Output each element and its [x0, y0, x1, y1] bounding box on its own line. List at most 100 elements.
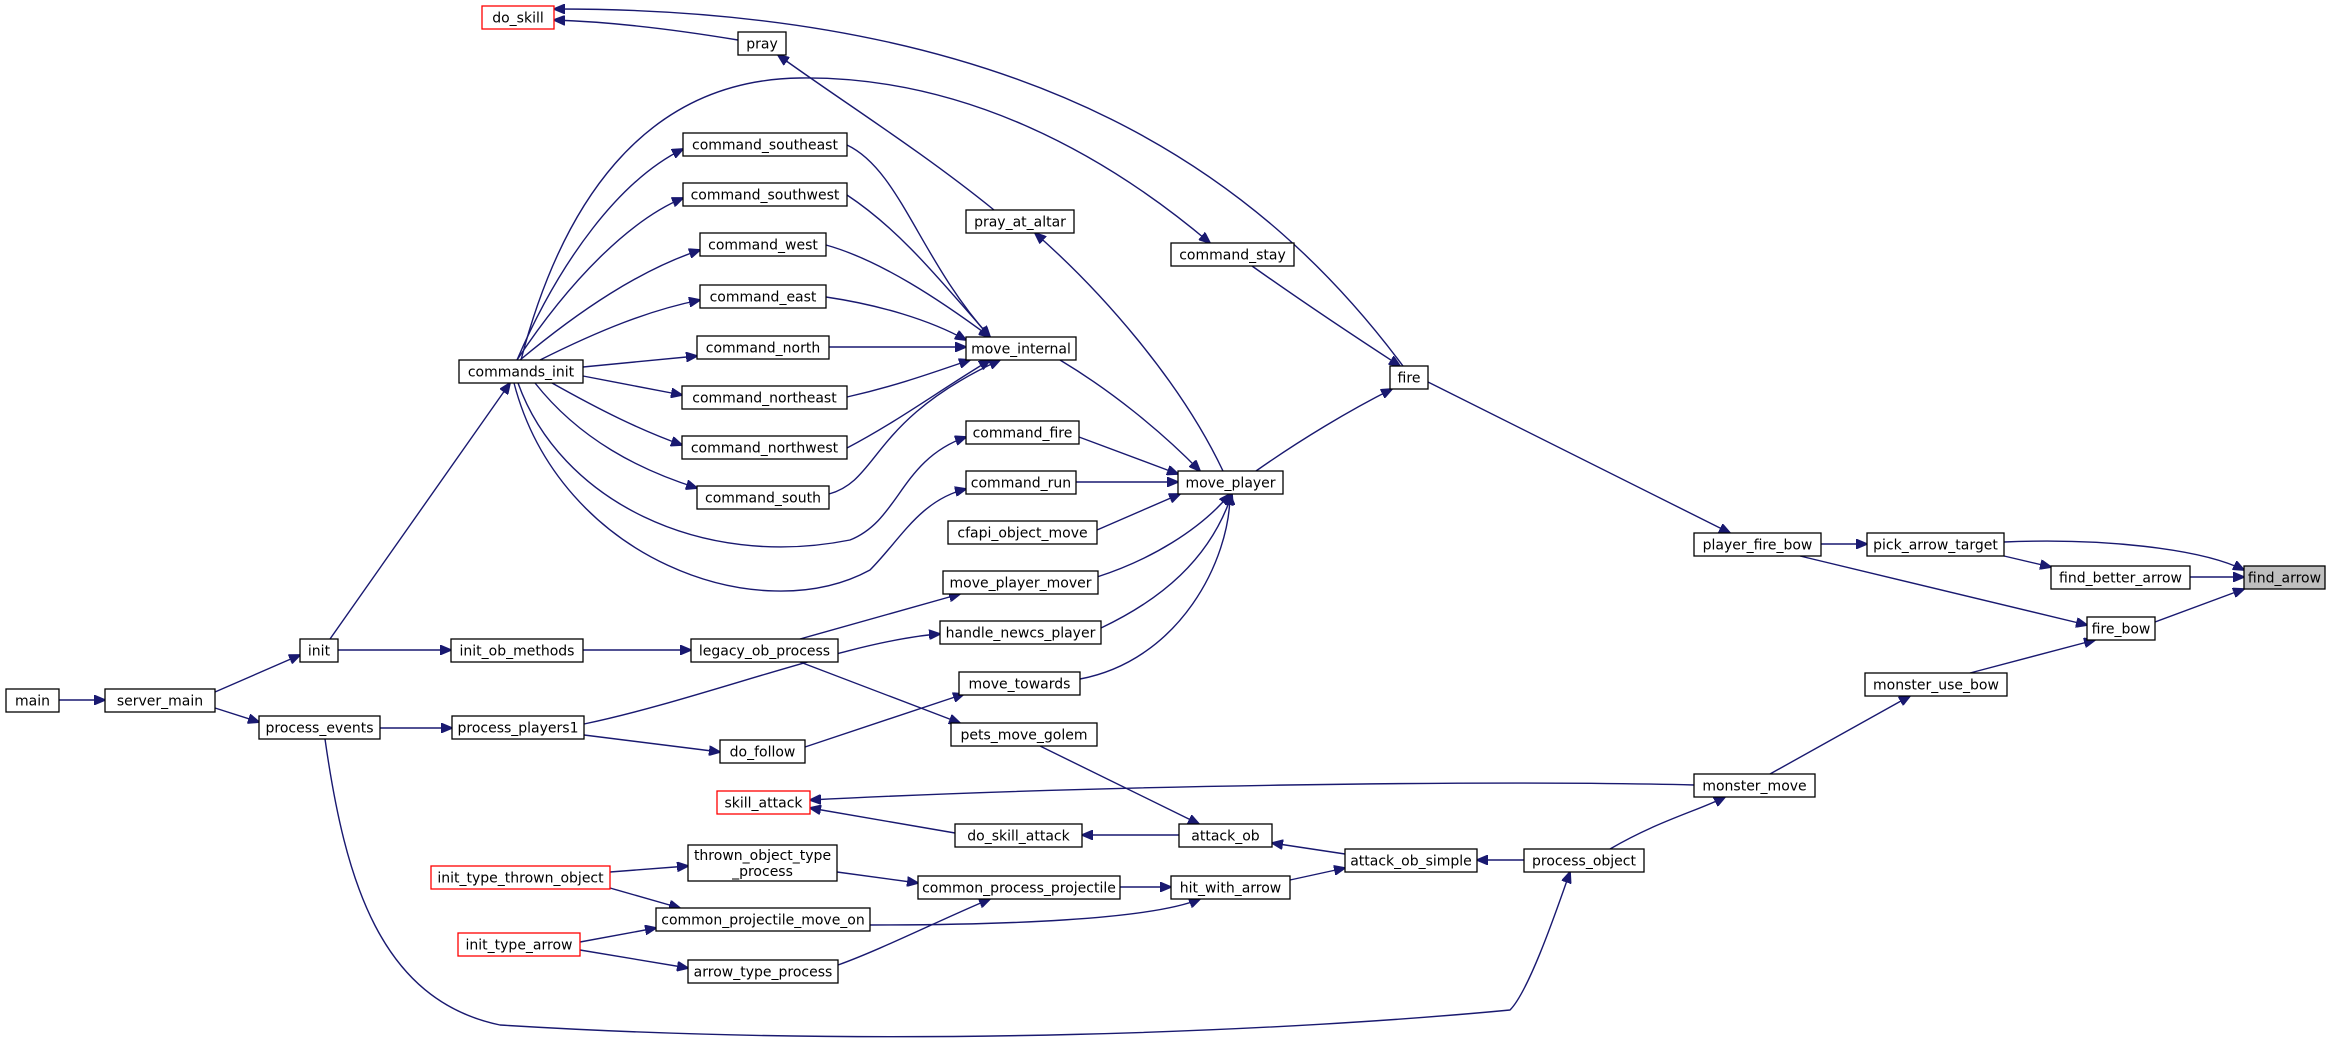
- node-common_projectile_move_on[interactable]: common_projectile_move_on: [655, 907, 871, 932]
- edge-line: [810, 808, 956, 834]
- node-label: process_object: [1532, 854, 1636, 870]
- edge-line: [214, 707, 259, 722]
- node-box: [258, 715, 381, 740]
- node-command_southeast[interactable]: command_southeast: [682, 132, 848, 157]
- edge-line: [519, 250, 700, 361]
- node-box: [681, 385, 848, 410]
- edge-line: [1035, 233, 1224, 472]
- edge-line: [517, 382, 966, 548]
- node-monster_move[interactable]: monster_move: [1693, 773, 1816, 798]
- node-command_southwest[interactable]: command_southwest: [682, 182, 848, 207]
- node-label: arrow_type_process: [694, 965, 833, 981]
- node-label: fire_bow: [2092, 622, 2151, 638]
- node-command_east[interactable]: command_east: [699, 284, 827, 309]
- node-command_north[interactable]: command_north: [696, 335, 830, 360]
- edge-line: [2003, 540, 2244, 570]
- node-box: [1344, 848, 1478, 873]
- edge-line: [534, 382, 697, 488]
- node-box: [1178, 823, 1273, 848]
- node-command_northwest[interactable]: command_northwest: [681, 435, 848, 460]
- node-find_better_arrow[interactable]: find_better_arrow: [2050, 565, 2191, 590]
- edge-attack_ob_simple-to-attack_ob: [1272, 843, 1346, 855]
- edge-move_towards-to-move_player: [1079, 494, 1230, 680]
- edge-line: [799, 594, 960, 640]
- edge-commands_init-to-command_south: [534, 382, 697, 488]
- edge-command_northwest-to-move_internal: [846, 360, 990, 449]
- edge-fire-to-do_skill: [554, 9, 1404, 367]
- node-server_main[interactable]: server_main: [104, 688, 216, 713]
- node-fire_bow[interactable]: fire_bow: [2086, 616, 2156, 641]
- node-command_northeast[interactable]: command_northeast: [681, 385, 848, 410]
- node-command_stay[interactable]: command_stay: [1170, 242, 1295, 267]
- node-move_internal[interactable]: move_internal: [965, 336, 1077, 361]
- node-label: server_main: [117, 694, 203, 710]
- node-thrown_object_type_process[interactable]: thrown_object_type_process: [687, 844, 838, 882]
- edge-line: [579, 949, 688, 968]
- node-pets_move_golem[interactable]: pets_move_golem: [950, 722, 1098, 747]
- edge-line: [329, 383, 510, 640]
- node-box: [1864, 672, 2008, 697]
- edge-pick_arrow_target-to-find_arrow: [2003, 540, 2244, 570]
- node-label: monster_use_bow: [1873, 678, 1999, 694]
- node-do_follow[interactable]: do_follow: [719, 739, 806, 764]
- node-fire[interactable]: fire: [1389, 365, 1429, 390]
- node-do_skill[interactable]: do_skill: [481, 5, 555, 30]
- node-attack_ob_simple[interactable]: attack_ob_simple: [1344, 848, 1478, 873]
- node-arrow_type_process[interactable]: arrow_type_process: [687, 959, 839, 984]
- node-command_fire[interactable]: command_fire: [965, 420, 1080, 445]
- node-command_run[interactable]: command_run: [965, 470, 1077, 495]
- node-box: [737, 31, 787, 56]
- node-pray_at_altar[interactable]: pray_at_altar: [965, 209, 1075, 234]
- node-pick_arrow_target[interactable]: pick_arrow_target: [1866, 532, 2005, 557]
- edge-line: [846, 360, 990, 449]
- node-hit_with_arrow[interactable]: hit_with_arrow: [1170, 875, 1291, 900]
- node-box: [457, 932, 581, 957]
- edge-line: [869, 899, 1200, 926]
- node-common_process_projectile[interactable]: common_process_projectile: [917, 875, 1121, 900]
- node-process_players1[interactable]: process_players1: [451, 715, 585, 740]
- node-player_fire_bow[interactable]: player_fire_bow: [1693, 532, 1822, 557]
- node-skill_attack[interactable]: skill_attack: [716, 790, 811, 815]
- node-cfapi_object_move[interactable]: cfapi_object_move: [947, 520, 1098, 545]
- edge-commands_init-to-command_fire: [517, 382, 966, 548]
- node-move_player[interactable]: move_player: [1177, 470, 1284, 495]
- node-command_south[interactable]: command_south: [696, 485, 830, 510]
- node-handle_newcs_player[interactable]: handle_newcs_player: [939, 620, 1102, 645]
- edge-move_player-to-pray_at_altar: [1035, 233, 1224, 472]
- node-box: [5, 688, 60, 713]
- node-monster_use_bow[interactable]: monster_use_bow: [1864, 672, 2008, 697]
- node-label: common_projectile_move_on: [661, 913, 865, 929]
- node-init_ob_methods[interactable]: init_ob_methods: [450, 638, 584, 663]
- node-attack_ob[interactable]: attack_ob: [1178, 823, 1273, 848]
- node-do_skill_attack[interactable]: do_skill_attack: [954, 823, 1083, 848]
- node-box: [1523, 848, 1645, 873]
- node-pray[interactable]: pray: [737, 31, 787, 56]
- node-main[interactable]: main: [5, 688, 60, 713]
- edge-fire-to-player_fire_bow: [1427, 381, 1730, 533]
- edge-line: [799, 661, 960, 723]
- node-label: hit_with_arrow: [1180, 881, 1282, 897]
- node-label: init_type_thrown_object: [437, 871, 604, 887]
- edge-pray_at_altar-to-pray: [778, 55, 995, 211]
- node-move_towards[interactable]: move_towards: [958, 671, 1081, 696]
- edge-process_players1-to-handle_newcs_player: [583, 634, 940, 725]
- node-label: command_south: [705, 491, 821, 507]
- node-label: attack_ob_simple: [1350, 854, 1472, 870]
- node-legacy_ob_process[interactable]: legacy_ob_process: [690, 638, 839, 663]
- node-box: [450, 638, 584, 663]
- node-process_object[interactable]: process_object: [1523, 848, 1645, 873]
- node-init_type_thrown_object[interactable]: init_type_thrown_object: [430, 865, 611, 890]
- edge-line: [582, 375, 682, 395]
- node-process_events[interactable]: process_events: [258, 715, 381, 740]
- node-move_player_mover[interactable]: move_player_mover: [942, 570, 1099, 595]
- edge-arrow_type_process-to-common_process_projectile: [837, 899, 990, 966]
- node-command_west[interactable]: command_west: [699, 232, 827, 257]
- edge-init-to-commands_init: [329, 383, 510, 640]
- node-init_type_arrow[interactable]: init_type_arrow: [457, 932, 581, 957]
- node-label: fire: [1398, 371, 1421, 387]
- node-commands_init[interactable]: commands_init: [458, 359, 584, 384]
- edge-line: [324, 738, 1570, 1038]
- node-init[interactable]: init: [299, 638, 339, 663]
- node-find_arrow[interactable]: find_arrow: [2243, 565, 2326, 590]
